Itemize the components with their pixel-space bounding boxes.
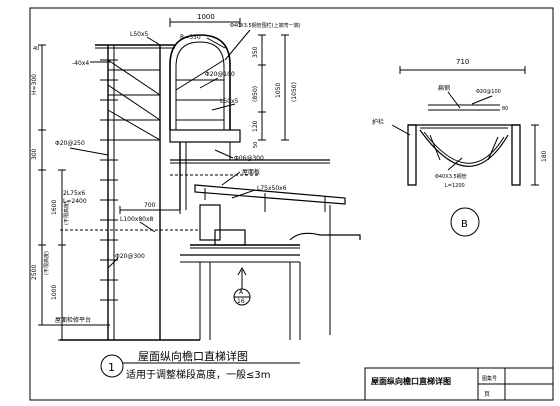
- section-b-label-rail-pipe: Φ40X3.5钢管: [435, 173, 467, 180]
- callout-rung-spacing: Φ20@250: [55, 140, 85, 147]
- dim-left-300: 300: [31, 148, 38, 160]
- dim-top-1000: 1000: [197, 13, 215, 21]
- callout-top-rail: L50x5: [130, 31, 149, 38]
- dim-right-1050: 1050: [275, 83, 282, 98]
- dim-right-1050-paren: (1050): [291, 82, 298, 102]
- callout-left-stringer-length: L=2400: [63, 198, 87, 205]
- main-elevation-view: [38, 18, 361, 341]
- sheet-border: [29, 7, 554, 401]
- section-marker-a-sheet: 16: [237, 298, 245, 305]
- section-b-dim-top: 710: [456, 58, 469, 66]
- section-b-label-80: 80: [502, 106, 508, 112]
- section-b-label-rail-length: L=1200: [445, 183, 465, 189]
- callout-lower-angle: L75x50x6: [257, 185, 287, 192]
- dim-bottom-700: 700: [144, 202, 156, 209]
- callout-roof-slab: 屋面板: [242, 168, 260, 176]
- section-marker-a-letter: A: [239, 289, 244, 296]
- caption-number: 1: [108, 361, 115, 374]
- section-b-label-bar-top: Φ20@100: [476, 89, 501, 95]
- callout-handrail-note: Φ40X3.5钢管围栏(上端弯一端): [230, 22, 301, 29]
- dim-left-1600: 1600: [51, 200, 58, 215]
- title-block: [364, 367, 554, 401]
- callout-ring-spacing: Φ20@100: [205, 71, 235, 78]
- section-b-label-flat-top: 扁钢: [438, 84, 450, 92]
- title-block-code-label: 图集号: [482, 375, 497, 382]
- dim-right-350: 350: [252, 46, 259, 58]
- caption-subtitle: 适用于调整梯段高度，一般≤3m: [126, 368, 270, 381]
- callout-top-flat: -40x4: [72, 60, 89, 67]
- dim-left-2500-note: (不限高度): [43, 251, 50, 275]
- section-b-marker-letter: B: [461, 219, 468, 230]
- dim-right-120: 120: [252, 120, 259, 132]
- title-block-drawing-name: 屋面纵向檐口直梯详图: [371, 376, 451, 386]
- title-block-page-label: 页: [484, 391, 490, 398]
- section-b-dim-right: 180: [541, 150, 548, 162]
- dim-left-2500: 2500: [31, 265, 38, 280]
- callout-stringer: L100x80x8: [120, 216, 154, 223]
- section-b-view: [391, 66, 539, 237]
- dim-left-1000: 1000: [51, 285, 58, 300]
- callout-bottom-platform: 屋面检修平台: [55, 316, 91, 324]
- dim-right-850: (850): [252, 86, 259, 102]
- caption-number-circle: [100, 354, 124, 378]
- callout-left-stringer: 2L75x6: [63, 190, 85, 197]
- caption: 1 屋面纵向檐口直梯详图 适用于调整梯段高度，一般≤3m: [100, 349, 300, 381]
- callout-base-bars: Φ20@300: [115, 253, 145, 260]
- dim-small-40: 40: [33, 46, 39, 52]
- caption-title: 屋面纵向檐口直梯详图: [138, 349, 248, 363]
- dim-right-50: 50: [253, 142, 259, 148]
- section-b-label-parapet: 护栏: [372, 118, 384, 126]
- dim-arc-radius: R=350: [180, 34, 201, 41]
- dim-left-height-total: H=300: [31, 74, 38, 95]
- callout-bar-2: Φ06@300: [234, 155, 264, 162]
- dim-left-1600-note: (不限高度): [63, 201, 70, 225]
- callout-platform-angle: L50x5: [220, 98, 239, 105]
